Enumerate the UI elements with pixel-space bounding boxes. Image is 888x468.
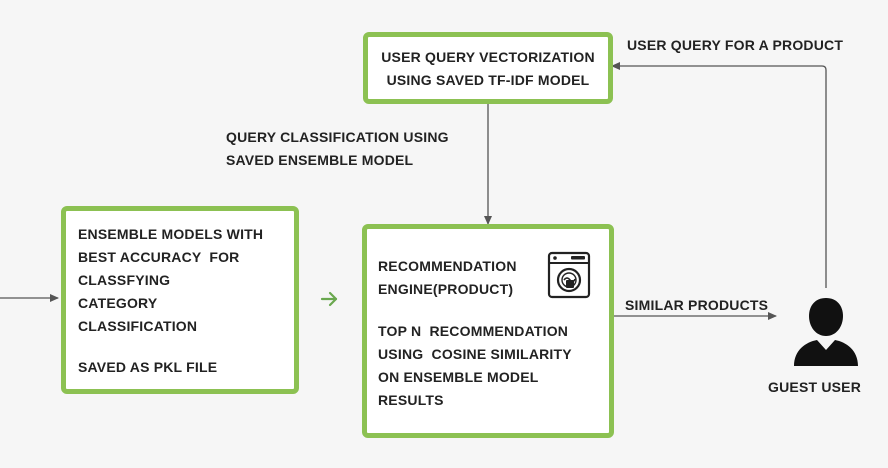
similar-products-label: SIMILAR PRODUCTS [625, 297, 769, 313]
recommendation-line-5: ON ENSEMBLE MODEL [378, 369, 539, 385]
vectorization-line-2: USING SAVED TF-IDF MODEL [386, 72, 590, 88]
user-query-arrow [611, 62, 827, 288]
classification-label-line-2: SAVED ENSEMBLE MODEL [226, 152, 414, 168]
ensemble-line-1: ENSEMBLE MODELS WITH [78, 226, 264, 242]
vectorization-node [363, 32, 613, 104]
ensemble-line-3: CLASSFYING [78, 272, 171, 288]
ensemble-line-2: BEST ACCURACY FOR [78, 249, 240, 265]
ensemble-node [61, 206, 299, 394]
green-arrow-icon [320, 291, 338, 307]
guest-user-label: GUEST USER [768, 379, 862, 395]
ensemble-line-6: SAVED AS PKL FILE [78, 359, 218, 375]
user-query-label: USER QUERY FOR A PRODUCT [627, 37, 844, 53]
recommendation-line-3: TOP N RECOMMENDATION [378, 323, 569, 339]
washing-machine-icon [545, 250, 593, 300]
ensemble-line-5: CLASSIFICATION [78, 318, 198, 334]
recommendation-line-6: RESULTS [378, 392, 444, 408]
recommendation-line-4: USING COSINE SIMILARITY [378, 346, 572, 362]
recommendation-line-1: RECOMMENDATION [378, 258, 517, 274]
user-silhouette-icon [794, 298, 858, 366]
vectorization-line-1: USER QUERY VECTORIZATION [381, 49, 595, 65]
recommendation-line-2: ENGINE(PRODUCT) [378, 281, 514, 297]
classification-label-line-1: QUERY CLASSIFICATION USING [226, 129, 449, 145]
ensemble-line-4: CATEGORY [78, 295, 158, 311]
